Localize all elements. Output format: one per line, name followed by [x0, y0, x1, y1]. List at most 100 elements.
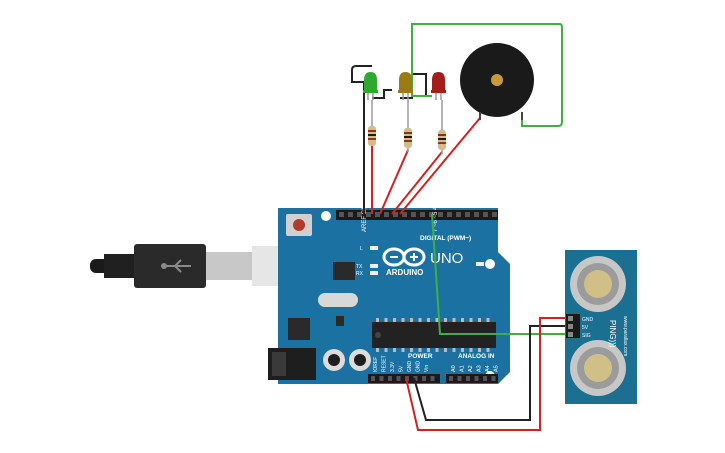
- power-jack[interactable]: [268, 348, 316, 380]
- chip-pin: [444, 348, 447, 352]
- power-pin-label: 5V: [399, 365, 405, 372]
- header-pin-hole[interactable]: [474, 376, 479, 381]
- header-pin-hole[interactable]: [430, 376, 435, 381]
- reset-button[interactable]: [286, 214, 312, 236]
- mount-hole: [485, 259, 495, 269]
- small-chip: [336, 316, 344, 326]
- header-pin-hole[interactable]: [371, 376, 375, 381]
- chip-pin: [469, 318, 473, 322]
- header-pin-hole[interactable]: [447, 212, 452, 217]
- wire-red[interactable]: [391, 151, 443, 215]
- analog-header[interactable]: [446, 374, 498, 383]
- led-icon[interactable]: [398, 72, 413, 100]
- header-pin-hole[interactable]: [388, 376, 392, 381]
- wire-black[interactable]: [351, 65, 372, 214]
- analog-pin-label: A3: [477, 365, 483, 372]
- header-pin-hole[interactable]: [379, 376, 384, 381]
- header-pin-hole[interactable]: [393, 212, 398, 217]
- header-pin-hole[interactable]: [339, 212, 344, 217]
- chip-pin: [486, 318, 490, 322]
- chip-pin: [393, 318, 396, 322]
- resistor[interactable]: [404, 100, 412, 152]
- header-pin-hole[interactable]: [465, 212, 470, 217]
- wire-red[interactable]: [399, 117, 481, 215]
- resistor[interactable]: [438, 100, 446, 154]
- header-pin-hole[interactable]: [466, 376, 470, 381]
- header-pin-hole[interactable]: [483, 212, 488, 217]
- header-pin-hole[interactable]: [438, 212, 443, 217]
- led-icon[interactable]: [431, 72, 446, 100]
- analog-pin-label: A1: [460, 365, 466, 372]
- chip-pin: [393, 348, 396, 352]
- power-header[interactable]: [368, 374, 440, 383]
- mount-hole: [321, 211, 331, 221]
- sensor-pin-label: SIG: [582, 333, 591, 339]
- header-pin-hole[interactable]: [483, 376, 487, 381]
- piezo-buzzer-icon[interactable]: [460, 43, 534, 120]
- ultrasonic-sensor[interactable]: GND 5V SIG PING))) www.parallax.com: [565, 250, 637, 404]
- power-pin-label: IOREF: [373, 357, 379, 372]
- header-pin-hole[interactable]: [413, 376, 418, 381]
- power-pin-label: GND: [416, 361, 422, 373]
- header-pin-hole[interactable]: [375, 212, 380, 217]
- header-pin-hole[interactable]: [420, 212, 425, 217]
- wire-green-signal[interactable]: [431, 213, 566, 335]
- header-pin-hole[interactable]: [449, 376, 453, 381]
- chip-pin: [486, 348, 490, 352]
- resistor[interactable]: [368, 100, 376, 146]
- chip-pin: [384, 318, 388, 322]
- chip-pin: [410, 348, 413, 352]
- header-pin-hole[interactable]: [492, 212, 497, 217]
- arduino-board[interactable]: AREF GND 13 12 ~11 ~10 ~9 8 7 ~6 ~5 4 ~3…: [268, 147, 510, 384]
- regulator: [288, 318, 310, 340]
- chip-pin: [376, 348, 379, 352]
- usb-icon: [161, 259, 191, 273]
- arduino-infinity-logo: [382, 247, 426, 267]
- chip-pin: [427, 318, 430, 322]
- rx-led: [370, 271, 378, 275]
- analog-pin-label: A2: [468, 365, 474, 372]
- header-pin-hole[interactable]: [422, 376, 426, 381]
- sensor-side-text: www.parallax.com: [622, 316, 628, 356]
- header-pin-hole[interactable]: [396, 376, 401, 381]
- sensor-pin[interactable]: [568, 324, 573, 329]
- chip-pin: [461, 348, 464, 352]
- digital-label: DIGITAL (PWM~): [420, 235, 471, 242]
- header-pin-hole[interactable]: [474, 212, 479, 217]
- capacitor-icon: [349, 349, 371, 371]
- chip-pin: [435, 348, 439, 352]
- power-pin-label: 3.3V: [390, 361, 396, 372]
- capacitor-icon: [323, 349, 345, 371]
- sensor-pin[interactable]: [568, 316, 573, 321]
- header-pin-hole[interactable]: [357, 212, 362, 217]
- wire-black[interactable]: [372, 89, 392, 99]
- header-pin-hole[interactable]: [411, 212, 416, 217]
- ultrasonic-transducer-icon: [570, 340, 626, 396]
- header-pin-hole[interactable]: [348, 212, 353, 217]
- chip-pin: [444, 318, 447, 322]
- header-pin-hole[interactable]: [491, 376, 496, 381]
- header-pin-hole[interactable]: [402, 212, 407, 217]
- analog-pin-label: A0: [451, 365, 457, 372]
- header-pin-hole[interactable]: [384, 212, 389, 217]
- chip-pin: [418, 348, 422, 352]
- sensor-brand: PING))): [608, 320, 617, 348]
- digital-header[interactable]: [336, 210, 498, 220]
- wire-green-buzzer[interactable]: [411, 23, 563, 127]
- header-pin-hole[interactable]: [366, 212, 371, 217]
- wire-black-gnd[interactable]: [413, 325, 566, 421]
- sensor-pin-label: 5V: [582, 325, 589, 331]
- board-model: UNO: [430, 250, 463, 267]
- wire-red-5v[interactable]: [405, 317, 566, 431]
- usb-cable[interactable]: [90, 244, 282, 288]
- chip-pin: [478, 348, 481, 352]
- tx-label: TX: [356, 264, 363, 270]
- sensor-pin-label: GND: [582, 317, 594, 323]
- wire-red[interactable]: [379, 149, 409, 215]
- chip-pin: [478, 318, 481, 322]
- header-pin-hole[interactable]: [457, 376, 462, 381]
- header-pin-hole[interactable]: [456, 212, 461, 217]
- sensor-pin[interactable]: [568, 332, 573, 337]
- analog-pin-label: A4: [485, 365, 491, 372]
- led-icon[interactable]: [363, 72, 378, 100]
